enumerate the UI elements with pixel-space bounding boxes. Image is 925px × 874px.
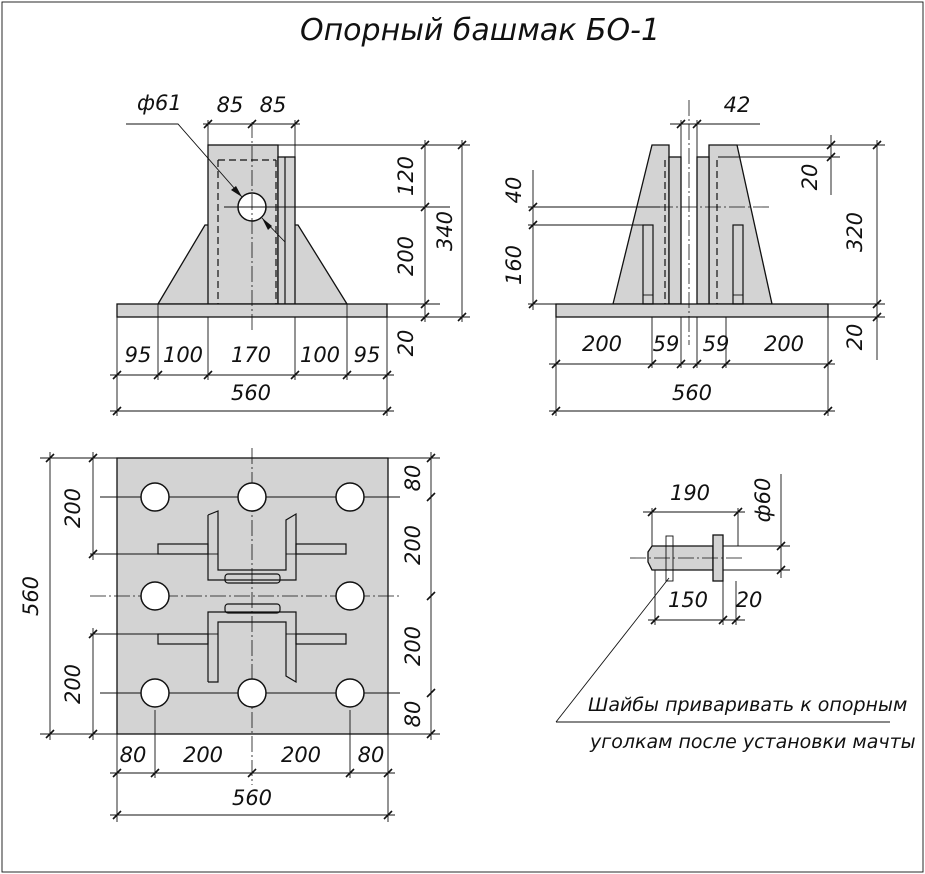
front-right-dim-200: 200: [394, 236, 418, 276]
plan-bottom-total: 560: [232, 786, 272, 810]
plan-right-dim-2: 200: [401, 525, 425, 565]
plan-hole: [335, 482, 365, 512]
upper-angles: [207, 510, 297, 581]
front-view: ф61 85 85 120 200 340 20: [110, 91, 470, 416]
plan-hole: [335, 581, 365, 611]
front-total-width: 560: [231, 381, 271, 405]
drawing-title: Опорный башмак БО-1: [300, 13, 660, 48]
front-bottom-dim-1: 95: [125, 343, 152, 367]
pin-shank-length: 150: [668, 588, 708, 612]
side-left-dim-160: 160: [502, 245, 526, 285]
plan-right-dim-1: 80: [401, 465, 425, 492]
note: Шайбы приваривать к опорным уголкам посл…: [555, 577, 916, 753]
note-line-1: Шайбы приваривать к опорным: [588, 694, 907, 716]
back-plate: [277, 156, 296, 305]
plan-bottom-dim-2: 200: [183, 743, 223, 767]
plan-hole: [140, 482, 170, 512]
side-bottom-dim-4: 200: [764, 332, 804, 356]
side-bottom-dim-3: 59: [703, 332, 730, 356]
pin-head-length: 20: [736, 588, 763, 612]
front-right-dim-120: 120: [394, 156, 418, 196]
side-slot-width: 42: [724, 93, 751, 117]
side-total-width: 560: [672, 381, 712, 405]
side-right-dim-320: 320: [843, 212, 867, 252]
plan-bottom-dim-1: 80: [120, 743, 147, 767]
pin-length: 190: [670, 481, 710, 505]
side-base-plate: [555, 303, 829, 318]
plan-right-dim-3: 200: [401, 626, 425, 666]
plan-left-dim-1: 200: [61, 488, 85, 528]
side-left-dim-40: 40: [502, 177, 526, 204]
plan-hole: [237, 678, 267, 708]
plan-hole: [335, 678, 365, 708]
note-line-2: уголкам после установки мачты: [589, 731, 916, 753]
plan-left-dim-2: 200: [61, 664, 85, 704]
plan-right-dim-4: 80: [401, 701, 425, 728]
pin-detail: 190 ф60 150 20: [630, 474, 790, 625]
front-bottom-dim-2: 100: [163, 343, 203, 367]
plan-hole: [140, 581, 170, 611]
plan-hole: [237, 482, 267, 512]
plan-view: 200 200 560 80 200 200 80 80 200 200 80 …: [19, 448, 440, 822]
plan-left-total: 560: [19, 576, 43, 616]
side-base-thickness: 20: [843, 324, 867, 351]
front-bottom-dim-3: 170: [231, 343, 271, 367]
front-base-thickness: 20: [394, 330, 418, 357]
front-hole-dia-label: ф61: [137, 91, 182, 115]
front-bottom-dim-5: 95: [354, 343, 381, 367]
plan-bottom-dim-3: 200: [281, 743, 321, 767]
lower-angles: [207, 611, 297, 684]
plan-bottom-dim-4: 80: [358, 743, 385, 767]
front-bottom-dim-4: 100: [300, 343, 340, 367]
side-bottom-dim-2: 59: [653, 332, 680, 356]
front-right-dim-340: 340: [433, 211, 457, 251]
side-view: 42 40 160 20 320 20: [502, 93, 885, 416]
left-side-plate: [612, 144, 670, 305]
front-top-dim-2: 85: [260, 93, 287, 117]
plan-hole: [140, 678, 170, 708]
pin-diameter: ф60: [751, 478, 775, 523]
side-right-dim-20: 20: [798, 164, 822, 191]
front-top-dim-1: 85: [217, 93, 244, 117]
side-bottom-dim-1: 200: [582, 332, 622, 356]
